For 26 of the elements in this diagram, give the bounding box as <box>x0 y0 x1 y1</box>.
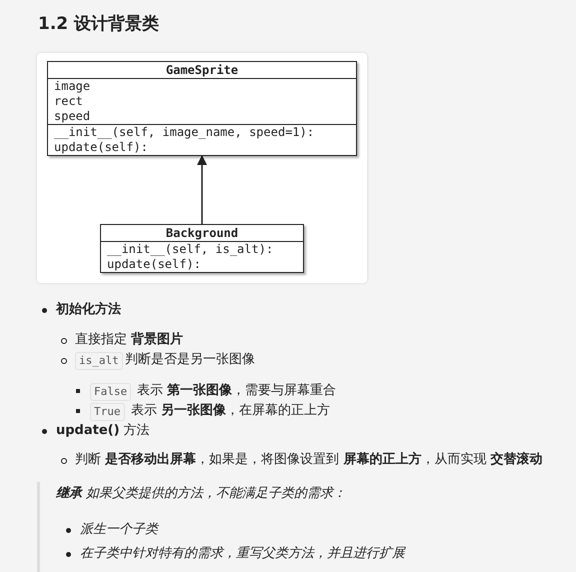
code-text: False <box>90 383 132 401</box>
list-text: 表示 另一张图像，在屏幕的正上方 <box>131 402 330 420</box>
method-text: __init__(self, image_name, speed=1): <box>53 125 316 140</box>
inheritance-arrow <box>197 155 207 224</box>
attribute-text: image <box>53 79 92 94</box>
list-text: 表示 第一张图像，需要与屏幕重合 <box>137 382 336 400</box>
list-text: 派生一个子类 <box>80 521 158 539</box>
method-text: update(self): <box>53 140 149 155</box>
list-text: 判断是否是另一张图像 <box>125 351 255 369</box>
code-text: is_alt <box>75 352 123 370</box>
list-text: 继承 如果父类提供的方法，不能满足子类的需求： <box>56 485 346 503</box>
list-text: 初始化方法 <box>56 301 121 319</box>
class-box <box>47 61 357 156</box>
attribute-text: speed <box>53 109 92 124</box>
method-text: __init__(self, is_alt): <box>106 242 274 257</box>
method-text: update(self): <box>106 257 202 272</box>
class-name: Background <box>101 225 303 242</box>
attribute-text: rect <box>53 94 84 109</box>
list-text: 判断 是否移动出屏幕，如果是，将图像设置到 屏幕的正上方，从而实现 交替滚动 <box>75 451 542 469</box>
list-text: update() 方法 <box>56 422 150 440</box>
class-name: GameSprite <box>48 62 356 79</box>
list-text: 在子类中针对特有的需求，重写父类方法，并且进行扩展 <box>80 545 405 563</box>
class-box <box>100 224 304 273</box>
list-text: 直接指定 背景图片 <box>75 331 184 349</box>
section-heading: 1.2 设计背景类 <box>38 13 160 35</box>
code-text: True <box>90 403 124 421</box>
